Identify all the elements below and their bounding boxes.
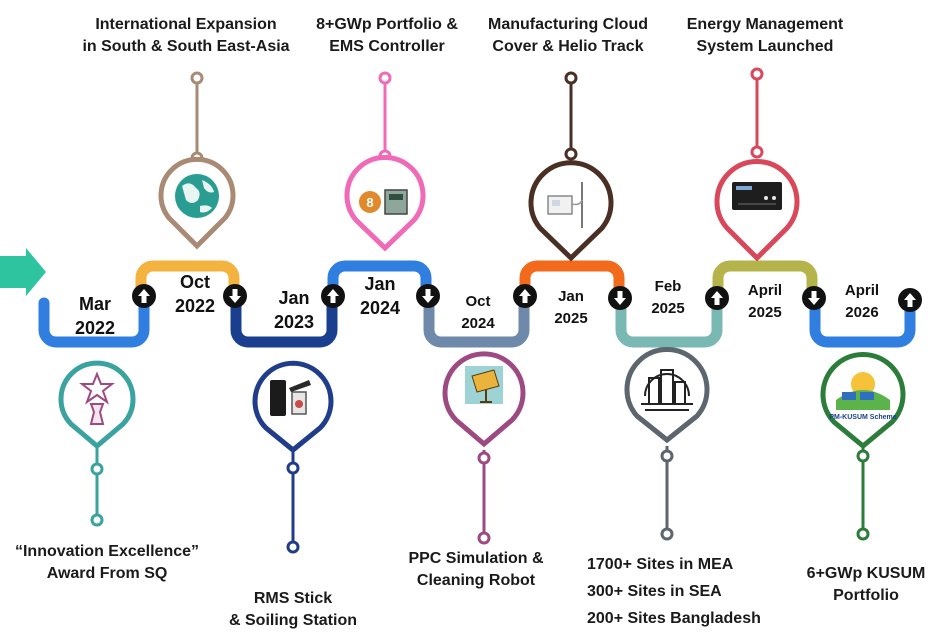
date-month: Mar xyxy=(78,294,112,314)
date-month: Jan xyxy=(558,288,584,305)
caption-line: Portfolio xyxy=(833,587,899,604)
track-segment-9 xyxy=(809,297,916,348)
caption-oct-2024: PPC Simulation & Cleaning Robot xyxy=(408,548,543,592)
track-segment-7 xyxy=(615,291,723,348)
track-segment-8 xyxy=(712,260,818,303)
caption-line: Energy Management xyxy=(686,16,844,33)
solar-panel-icon xyxy=(465,366,503,404)
helio-track-icon xyxy=(547,182,583,228)
date-jan-2025: Jan 2025 xyxy=(554,286,587,330)
track-segment-1 xyxy=(38,297,150,348)
date-year: 2024 xyxy=(461,315,495,332)
arrow-up-icon xyxy=(705,286,729,310)
arrow-up-icon xyxy=(321,284,345,308)
caption-line: RMS Stick xyxy=(253,590,333,607)
date-jan-2023: Jan 2023 xyxy=(274,286,314,334)
date-feb-2025: Feb 2025 xyxy=(651,276,684,320)
svg-text:8: 8 xyxy=(366,195,373,210)
date-mar-2022: Mar 2022 xyxy=(75,292,115,340)
caption-line: 8+GWp Portfolio & xyxy=(316,16,458,33)
date-april-2026: April 2026 xyxy=(845,280,879,324)
ems-controller-icon: 8 xyxy=(359,189,408,215)
track-segment-4 xyxy=(327,260,432,303)
date-oct-2022: Oct 2022 xyxy=(175,270,215,318)
caption-line: International Expansion xyxy=(95,16,277,33)
date-year: 2024 xyxy=(359,298,401,318)
caption-line: Cleaning Robot xyxy=(416,572,536,589)
date-month: Jan xyxy=(364,274,396,294)
caption-line: System Launched xyxy=(696,38,834,55)
pin-april-2026: PM-KUSUM Scheme xyxy=(820,351,906,541)
caption-line: in South & South East-Asia xyxy=(82,38,290,55)
pin-oct-2024 xyxy=(442,351,526,545)
direction-nodes xyxy=(132,284,922,312)
date-month: Oct xyxy=(179,272,211,292)
caption-line: Cover & Helio Track xyxy=(492,38,644,55)
caption-line: 300+ Sites in SEA xyxy=(587,583,722,600)
date-month: Jan xyxy=(278,288,310,308)
date-month: Feb xyxy=(654,278,682,295)
caption-line: Award From SQ xyxy=(46,565,168,582)
caption-line: 1700+ Sites in MEA xyxy=(587,556,734,573)
caption-line: & Soiling Station xyxy=(229,612,357,629)
pin-oct-2022 xyxy=(158,71,236,250)
caption-line: EMS Controller xyxy=(329,38,445,55)
caption-jan-2023: RMS Stick & Soiling Station xyxy=(229,588,357,632)
date-month: April xyxy=(844,282,880,299)
caption-line: 6+GWp KUSUM xyxy=(806,565,926,582)
arrow-down-icon xyxy=(608,286,632,310)
caption-april-2025: Energy Management System Launched xyxy=(687,14,843,58)
track-segment-3 xyxy=(230,291,338,348)
start-arrow-icon xyxy=(0,248,46,296)
pin-mar-2022 xyxy=(58,360,136,527)
kusum-logo-text: PM-KUSUM Scheme xyxy=(829,414,896,421)
pin-jan-2024: 8 xyxy=(344,71,426,252)
caption-mar-2022: “Innovation Excellence” Award From SQ xyxy=(15,541,199,585)
caption-jan-2025: Manufacturing Cloud Cover & Helio Track xyxy=(488,14,648,58)
caption-line: PPC Simulation & xyxy=(408,550,544,567)
date-year: 2022 xyxy=(74,318,116,338)
rms-device-icon xyxy=(270,380,311,416)
city-sites-icon xyxy=(641,369,693,411)
caption-feb-2025: 1700+ Sites in MEA 300+ Sites in SEA 200… xyxy=(587,551,761,632)
caption-line: Manufacturing Cloud xyxy=(488,16,648,33)
date-jan-2024: Jan 2024 xyxy=(360,272,400,320)
date-oct-2024: Oct 2024 xyxy=(461,291,494,335)
pin-jan-2025 xyxy=(528,71,614,262)
ems-box-icon xyxy=(732,182,782,210)
caption-oct-2022: International Expansion in South & South… xyxy=(82,14,289,58)
pin-feb-2025 xyxy=(624,347,710,541)
globe-icon xyxy=(175,174,219,218)
pin-jan-2023 xyxy=(252,360,334,554)
arrow-down-icon xyxy=(223,284,247,308)
arrow-up-icon xyxy=(132,284,156,308)
caption-april-2026: 6+GWp KUSUM Portfolio xyxy=(807,563,926,607)
date-year: 2025 xyxy=(748,304,782,321)
arrow-up-icon xyxy=(898,288,922,312)
track-segment-5 xyxy=(423,291,530,348)
track-segment-2 xyxy=(135,260,240,303)
award-trophy-icon xyxy=(79,371,115,425)
arrow-down-icon xyxy=(416,284,440,308)
track-segment-6 xyxy=(519,260,625,303)
date-year: 2025 xyxy=(554,310,588,327)
date-year: 2023 xyxy=(273,312,315,332)
date-year: 2022 xyxy=(174,296,216,316)
date-year: 2025 xyxy=(651,300,685,317)
pm-kusum-logo-icon: PM-KUSUM Scheme xyxy=(829,372,897,421)
caption-jan-2024: 8+GWp Portfolio & EMS Controller xyxy=(316,14,458,58)
date-month: April xyxy=(747,282,783,299)
date-year: 2026 xyxy=(845,304,879,321)
caption-line: 200+ Sites Bangladesh xyxy=(587,610,761,627)
pin-april-2025 xyxy=(714,67,800,262)
caption-line: “Innovation Excellence” xyxy=(14,543,200,560)
date-month: Oct xyxy=(465,293,491,310)
arrow-down-icon xyxy=(802,286,826,310)
date-april-2025: April 2025 xyxy=(748,280,782,324)
arrow-up-icon xyxy=(513,284,537,308)
